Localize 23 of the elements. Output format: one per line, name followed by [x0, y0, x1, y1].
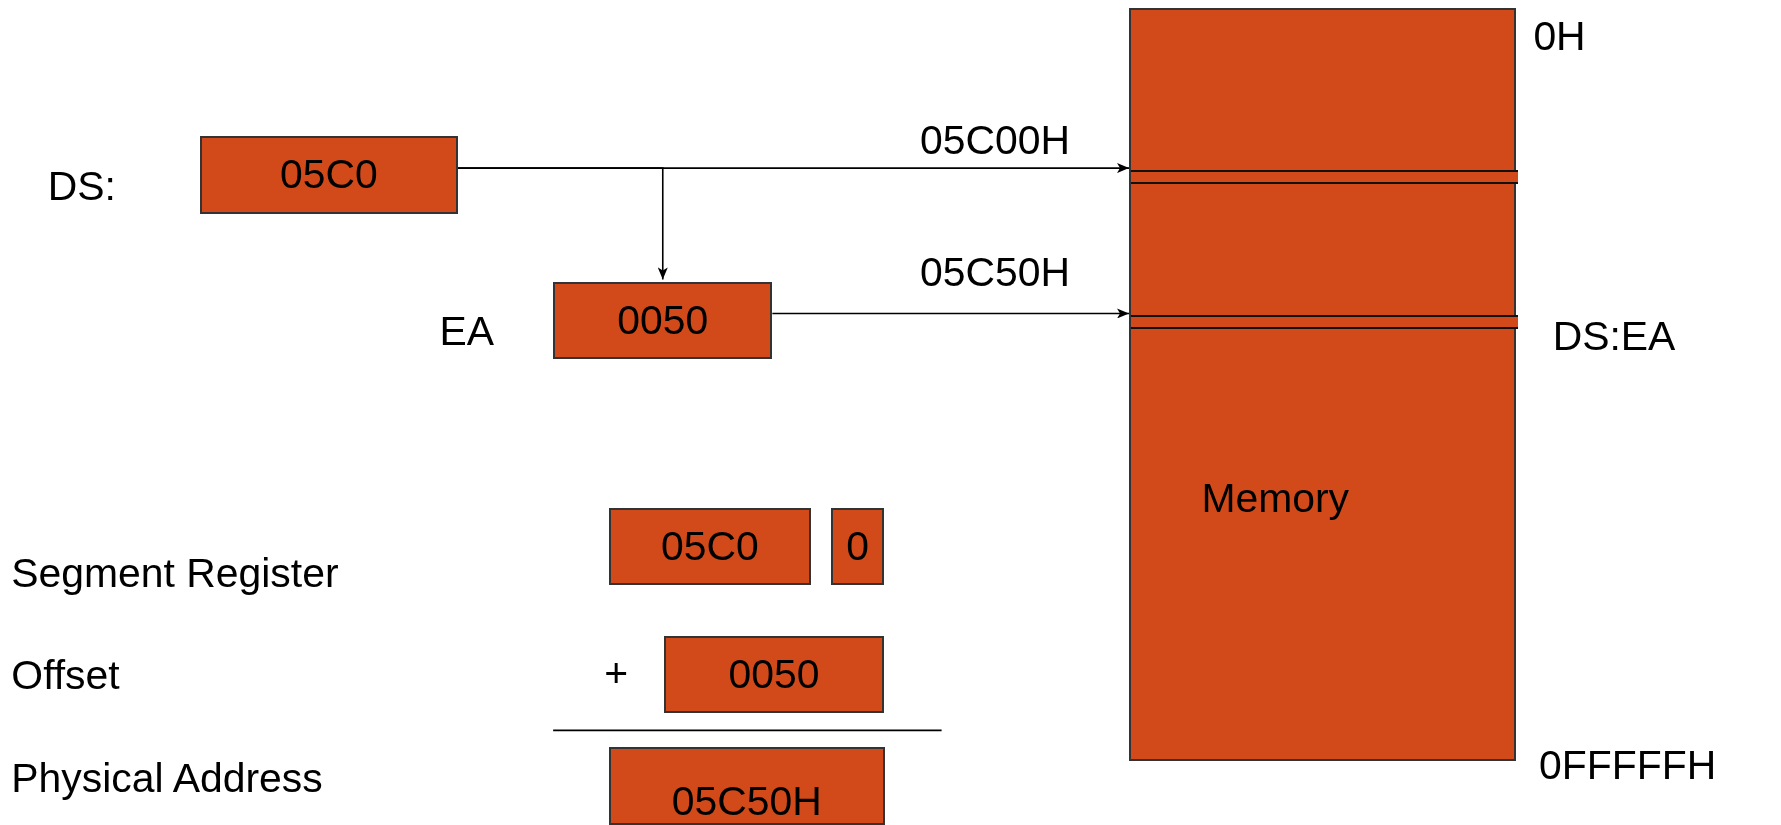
address-label: 05C50H: [920, 252, 1070, 294]
register-label: EA: [439, 311, 495, 353]
address-label: DS:EA: [1552, 315, 1676, 357]
row-label: Offset: [11, 655, 120, 697]
register-box: 05C0: [199, 136, 458, 214]
register-box: 0: [831, 507, 884, 585]
register-box: 05C50H: [608, 747, 885, 825]
arrow: [456, 167, 668, 281]
plus-sign: +: [604, 653, 629, 694]
register-box: 0050: [553, 281, 773, 359]
address-label: 0H: [1533, 15, 1586, 57]
register-box: 0050: [664, 636, 884, 714]
memory-location: [1131, 170, 1519, 184]
address-label: 0FFFFFH: [1539, 745, 1717, 786]
row-label: Physical Address: [11, 757, 323, 799]
arrow: [771, 308, 1130, 319]
memory-block: [1129, 7, 1517, 761]
memory-label: Memory: [1201, 477, 1350, 519]
register-label: DS:: [47, 165, 116, 207]
address-label: 05C00H: [920, 120, 1070, 162]
memory-location: [1131, 315, 1519, 330]
register-box: 05C0: [608, 507, 811, 585]
row-label: Segment Register: [11, 553, 339, 595]
